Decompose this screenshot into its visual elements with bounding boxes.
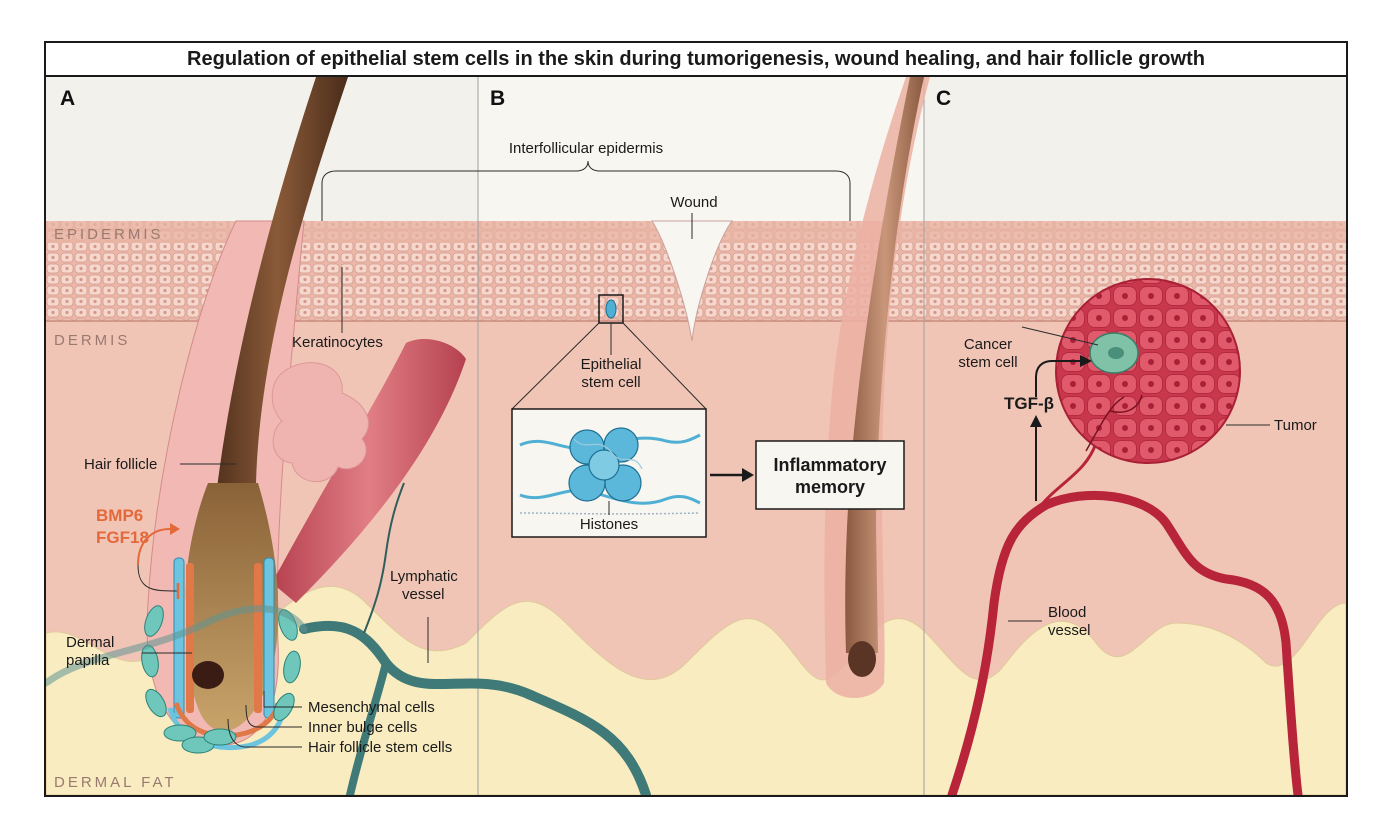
hair-follicle-label: Hair follicle: [84, 456, 157, 473]
blood-vessel: [947, 490, 1303, 795]
figure-frame: Regulation of epithelial stem cells in t…: [44, 41, 1348, 797]
hair-follicle-stem-cells-label: Hair follicle stem cells: [308, 739, 452, 756]
interfollicular-epidermis-label: Interfollicular epidermis: [509, 140, 663, 157]
blood-vessel-label-line2: vessel: [1048, 622, 1091, 639]
lymphatic-vessel-label-line2: vessel: [402, 586, 445, 603]
tumor-label: Tumor: [1274, 417, 1317, 434]
bmp6-label: BMP6: [96, 506, 143, 525]
lymphatic-vessel-label-line1: Lymphatic: [390, 568, 458, 585]
histones-label: Histones: [580, 516, 638, 533]
mesenchymal-cells-label: Mesenchymal cells: [308, 699, 435, 716]
blood-vessel-label-line1: Blood: [1048, 604, 1086, 621]
wound-label: Wound: [670, 194, 717, 211]
skin-diagram: A B C EPIDERMIS DERMIS DERMAL FAT Interf…: [46, 77, 1346, 795]
wound-notch: [651, 220, 733, 342]
dermis-layer-label: DERMIS: [54, 332, 130, 349]
dermal-papilla-label-line2: papilla: [66, 652, 110, 669]
panel-label-b: B: [490, 87, 505, 110]
dermal-papilla-label-line1: Dermal: [66, 634, 114, 651]
tumor: [1055, 278, 1241, 464]
epithelial-stem-cell-label-line2: stem cell: [581, 374, 640, 391]
inflammatory-memory-box: [755, 440, 905, 510]
inflammatory-memory-line1: Inflammatory: [773, 455, 886, 475]
fgf18-label: FGF18: [96, 528, 149, 547]
lymphatic-vessel: [299, 620, 651, 795]
inflammatory-memory-line2: memory: [795, 477, 865, 497]
cancer-stem-cell-label-line2: stem cell: [958, 354, 1017, 371]
epidermis-layer-label: EPIDERMIS: [54, 226, 164, 243]
keratinocytes-label: Keratinocytes: [292, 334, 383, 351]
inner-bulge-cells-label: Inner bulge cells: [308, 719, 417, 736]
panel-label-c: C: [936, 87, 951, 110]
sebaceous-gland: [271, 362, 369, 483]
dermal-papilla: [192, 661, 224, 689]
inner-bulge-column-right: [254, 563, 262, 713]
hair-bulb-b: [848, 641, 876, 677]
dermal-fat-layer-label: DERMAL FAT: [54, 774, 177, 791]
tgf-beta-label: TGF-β: [1004, 394, 1054, 413]
interfollicular-bracket: [321, 160, 851, 221]
cancer-stem-cell-label-line1: Cancer: [964, 336, 1012, 353]
arrector-pili-muscle: [272, 338, 466, 603]
zoom-line-right: [622, 322, 707, 410]
figure-title: Regulation of epithelial stem cells in t…: [46, 43, 1346, 77]
epithelial-stem-cell-label-line1: Epithelial: [581, 356, 642, 373]
panel-label-a: A: [60, 87, 75, 110]
stem-cell-column-right: [263, 557, 275, 719]
zoom-line-left: [511, 322, 600, 410]
inner-bulge-column-left: [186, 563, 194, 713]
